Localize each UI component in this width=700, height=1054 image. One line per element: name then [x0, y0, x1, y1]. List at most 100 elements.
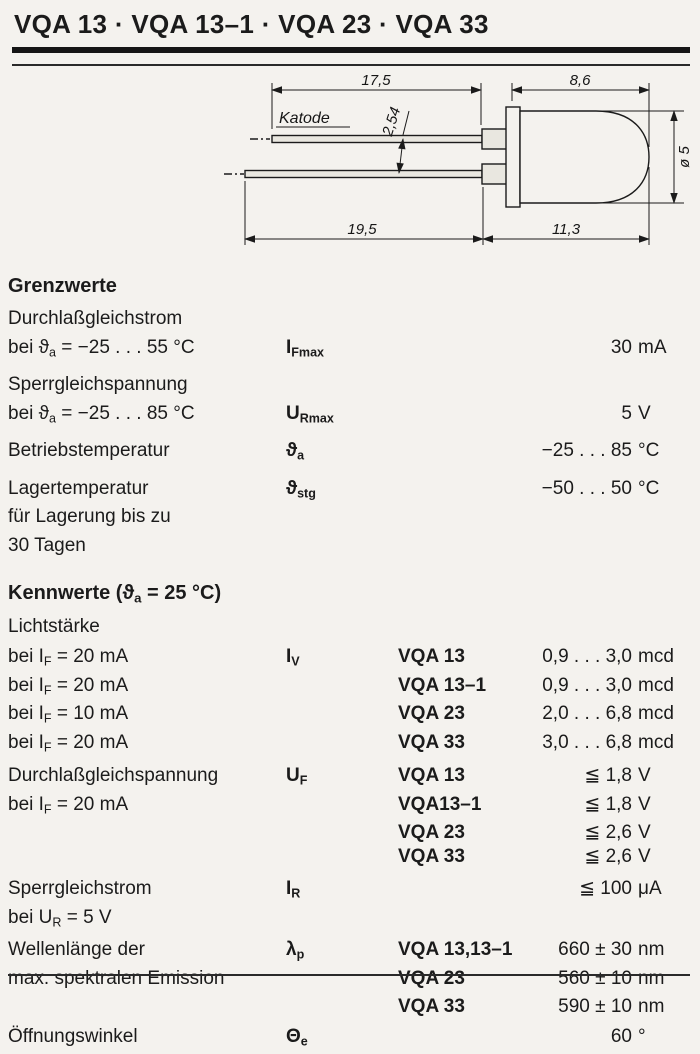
value-cell: 660 ± 30 [558, 939, 632, 961]
type-cell [398, 1025, 526, 1054]
label-text-tail: = 5 V [61, 906, 112, 928]
symbol-cell: ϑa [286, 439, 398, 468]
kennwerte-heading-word: Kennwerte [8, 582, 111, 604]
symbol-subscript: Rmax [299, 411, 334, 425]
spec-row: bei IF = 20 mA IV VQA 13 0,9 . . . 3,0 m… [8, 645, 690, 674]
label-subscript: R [52, 915, 62, 930]
label-text: Durchlaßgleichspannung [8, 765, 219, 787]
datasheet-page: VQA 13 · VQA 13–1 · VQA 23 · VQA 33 [0, 9, 700, 1049]
upper-lead [271, 134, 483, 144]
spec-row: bei IF = 20 mA VQA 33 3,0 . . . 6,8 mcd [8, 731, 690, 760]
value-cell: −25 . . . 85 [541, 440, 632, 461]
value-cell [526, 307, 638, 336]
katode-label: Katode [279, 110, 330, 127]
spec-row: Lagertemperatur ϑstg −50 . . . 50 °C [8, 477, 690, 506]
unit-cell: V [638, 793, 651, 815]
type-cell [398, 615, 526, 644]
symbol-base: ϑ [286, 477, 298, 499]
type-cell [398, 307, 526, 336]
param-label: bei UR = 5 V [8, 906, 286, 935]
unit-cell: mA [638, 336, 667, 358]
unit-cell: °C [638, 440, 660, 461]
type-cell [398, 505, 526, 534]
spec-row: bei UR = 5 V [8, 906, 690, 935]
type-cell: VQA 23 [398, 822, 465, 844]
label-text: Durchlaßgleichstrom [8, 308, 183, 329]
dimension-lines [244, 83, 684, 245]
value-cell: ≦ 2,6 [584, 822, 632, 844]
value-cell: −50 . . . 50 [541, 477, 632, 499]
type-cell [398, 534, 526, 563]
spec-row: bei IF = 20 mA VQA13–1 ≦ 1,8 V [8, 793, 690, 822]
lower-lead [244, 169, 483, 179]
symbol-cell [286, 821, 398, 845]
symbol-cell: ϑstg [286, 477, 398, 506]
label-symbol: I [38, 674, 44, 696]
led-body [519, 110, 650, 204]
label-text: bei [8, 906, 39, 928]
symbol-cell: Θe [286, 1025, 398, 1054]
spec-row: VQA 33 ≦ 2,6 V [8, 845, 690, 869]
type-cell: VQA 13–1 [398, 674, 487, 696]
led-dimension-drawing: 17,5 8,6 Katode 2,54 19,5 11,3 ø 5 [224, 72, 693, 245]
label-symbol: U [38, 906, 53, 928]
label-subscript: a [49, 345, 57, 359]
spec-row: max. spektralen Emission VQA 23 560 ± 10… [8, 967, 690, 996]
symbol-subscript: F [299, 773, 308, 788]
unit-cell: V [638, 402, 651, 424]
upper-lead-frame [481, 128, 509, 150]
symbol-cell [286, 505, 398, 534]
type-cell: VQA 33 [398, 996, 465, 1018]
unit-cell: V [638, 765, 651, 787]
unit-cell: mcd [638, 674, 674, 696]
symbol-cell [286, 906, 398, 935]
label-text: Wellenlänge der [8, 939, 145, 961]
param-label: bei IF = 20 mA [8, 731, 286, 760]
dim-body-length-bottom: 11,3 [552, 221, 581, 238]
value-cell [526, 906, 638, 935]
type-cell [398, 906, 526, 935]
label-symbol: I [38, 646, 44, 668]
param-label [8, 821, 286, 845]
param-label: 30 Tagen [8, 534, 286, 563]
symbol-subscript: a [297, 448, 305, 463]
unit-cell [638, 906, 690, 935]
symbol-subscript: p [296, 947, 305, 962]
label-text-tail: = −25 . . . 85 °C [56, 402, 195, 424]
value-cell: 60 [610, 1026, 632, 1048]
unit-cell [638, 505, 690, 534]
value-cell: ≦ 100 [579, 878, 632, 900]
symbol-cell: IR [286, 877, 398, 906]
param-label: bei ϑa = −25 . . . 85 °C [8, 402, 286, 431]
symbol-base: I [286, 646, 292, 668]
symbol-cell: UF [286, 764, 398, 793]
label-text-tail: = 10 mA [51, 703, 129, 725]
label-text: bei [8, 731, 39, 753]
symbol-subscript: e [300, 1034, 308, 1049]
label-text: bei [8, 336, 39, 358]
title-rule-thick [12, 47, 690, 53]
label-text: bei [8, 674, 39, 696]
symbol-base: U [286, 402, 300, 424]
unit-cell: nm [638, 939, 665, 961]
type-cell: VQA 13 [398, 646, 465, 668]
led-flange [505, 106, 521, 208]
symbol-base: I [286, 878, 292, 900]
type-cell [398, 336, 526, 365]
param-label: für Lagerung bis zu [8, 505, 286, 534]
dim-lead-pitch: 2,54 [379, 105, 405, 139]
dim-lead-length-bottom: 19,5 [347, 221, 377, 238]
label-text: Lichtstärke [8, 615, 100, 637]
label-text: bei [8, 402, 39, 424]
param-label: bei ϑa = −25 . . . 55 °C [8, 336, 286, 365]
bottom-rule [8, 974, 690, 976]
spec-row: Durchlaßgleichstrom [8, 307, 690, 336]
symbol-base: λ [286, 939, 297, 961]
unit-cell: mcd [638, 646, 674, 668]
spec-row: Sperrgleichstrom IR ≦ 100 μA [8, 877, 690, 906]
label-subscript: F [43, 711, 52, 726]
condition-pre: (ϑ [110, 582, 135, 604]
param-label: Durchlaßgleichstrom [8, 307, 286, 336]
value-cell [526, 373, 638, 402]
type-cell: VQA 13 [398, 765, 465, 787]
